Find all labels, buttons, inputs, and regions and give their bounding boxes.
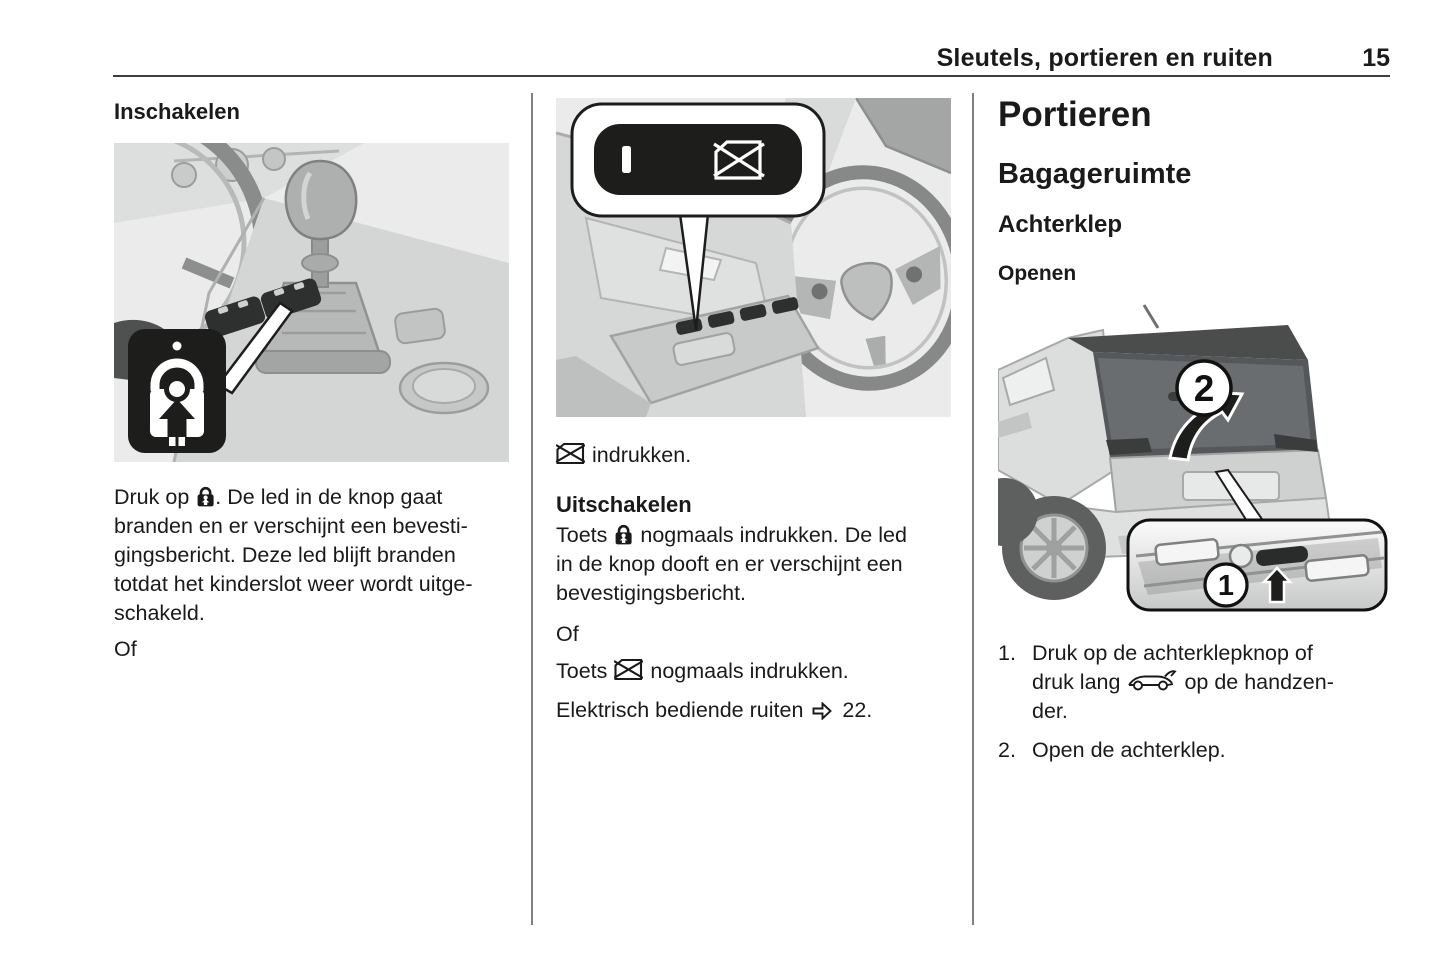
column-inschakelen: Inschakelen bbox=[114, 93, 509, 664]
text-fragment: Toets bbox=[556, 523, 608, 547]
list-item: 2. Open de achterklep. bbox=[998, 736, 1392, 765]
list-number: 2. bbox=[998, 738, 1016, 762]
text-fragment: Elektrisch bediende ruiten bbox=[556, 698, 804, 722]
text-fragment: nogmaals indrukken. bbox=[650, 659, 849, 683]
bagageruimte-heading: Bagageruimte bbox=[998, 158, 1192, 190]
window-switch-bank bbox=[672, 297, 799, 366]
car-open-tailgate-icon bbox=[1128, 670, 1178, 691]
paragraph-lines: in de knop dooft en er verschijnt een be… bbox=[556, 552, 903, 605]
child-lock-icon bbox=[150, 358, 204, 446]
indrukken-line: indrukken. bbox=[556, 441, 951, 470]
achterklep-heading: Achterklep bbox=[998, 211, 1123, 238]
tailgate-open-illustration: 2 1 bbox=[998, 304, 1388, 612]
callout-leader-line bbox=[216, 301, 294, 395]
page-header-title: Sleutels, portieren en ruiten bbox=[936, 44, 1273, 72]
led-indicator bbox=[172, 341, 182, 351]
licence-plate-lamp bbox=[1154, 538, 1220, 566]
text-fragment: op de handzen- bbox=[1184, 670, 1334, 694]
window-button-callout bbox=[570, 102, 826, 218]
of-label: Of bbox=[556, 622, 579, 646]
text-fragment: . De led in de knop gaat bbox=[215, 485, 443, 509]
window-crossed-icon bbox=[614, 658, 644, 681]
text-fragment: Toets bbox=[556, 659, 608, 683]
of-label: Of bbox=[114, 637, 137, 661]
interior-childlock-illustration bbox=[114, 143, 509, 462]
text-fragment: der. bbox=[1032, 699, 1068, 723]
callout-circle-1 bbox=[1203, 562, 1249, 608]
openen-instructions: 1. Druk op de achterklepknop of druk lan… bbox=[998, 639, 1392, 765]
text-fragment: nogmaals indrukken. De led bbox=[640, 523, 907, 547]
window-crossed-icon bbox=[713, 140, 765, 180]
callout-number-2: 2 bbox=[1194, 368, 1215, 409]
child-lock-callout bbox=[128, 329, 226, 453]
tailgate-release-button bbox=[1255, 546, 1309, 566]
column-uitschakelen: indrukken. Uitschakelen Toets nogmaals i… bbox=[556, 93, 951, 725]
window-crossed-icon bbox=[556, 442, 585, 465]
text-fragment: Open de achterklep. bbox=[1032, 738, 1226, 762]
page-number: 15 bbox=[1362, 44, 1390, 72]
uitschakelen-heading: Uitschakelen bbox=[556, 492, 692, 517]
inschakelen-heading: Inschakelen bbox=[114, 99, 240, 124]
licence-plate-lamp bbox=[1304, 554, 1370, 582]
openen-heading: Openen bbox=[998, 262, 1077, 285]
open-direction-arrow bbox=[1168, 390, 1245, 462]
child-lock-icon bbox=[197, 486, 214, 507]
column-divider bbox=[972, 93, 974, 925]
text-fragment: indrukken. bbox=[592, 443, 692, 467]
paragraph-lines: branden en er verschijnt een bevesti- gi… bbox=[114, 514, 473, 625]
inschakelen-paragraph: Druk op . De led in de knop gaat branden… bbox=[114, 483, 509, 628]
text-fragment: Druk op bbox=[114, 485, 190, 509]
list-number: 1. bbox=[998, 641, 1016, 665]
column-divider bbox=[531, 93, 533, 925]
uitschakelen-paragraph: Toets nogmaals indrukken. De led in de k… bbox=[556, 521, 951, 608]
child-lock-icon bbox=[615, 524, 632, 545]
column-portieren: Portieren Bagageruimte Achterklep Openen bbox=[998, 93, 1392, 765]
reference-arrow-icon bbox=[812, 702, 833, 720]
door-window-button-illustration bbox=[556, 98, 951, 417]
tailgate-button-callout: 1 bbox=[1126, 518, 1388, 612]
cross-reference-line: Elektrisch bediende ruiten 22. bbox=[556, 696, 951, 725]
text-fragment: druk lang bbox=[1032, 670, 1121, 694]
header-rule bbox=[113, 75, 1390, 77]
portieren-title: Portieren bbox=[998, 95, 1152, 134]
list-item: 1. Druk op de achterklepknop of druk lan… bbox=[998, 639, 1392, 726]
reference-page-number: 22. bbox=[842, 698, 873, 722]
callout-number-1: 1 bbox=[1218, 570, 1234, 602]
front-wheel bbox=[998, 478, 1038, 546]
press-direction-arrow bbox=[1261, 566, 1293, 604]
toets-nogmaals-line: Toets nogmaals indrukken. bbox=[556, 657, 951, 686]
callout-circle-2 bbox=[1175, 359, 1233, 417]
seat bbox=[856, 98, 951, 173]
led-indicator bbox=[622, 146, 631, 173]
text-fragment: Druk op de achterklepknop of bbox=[1032, 641, 1313, 665]
